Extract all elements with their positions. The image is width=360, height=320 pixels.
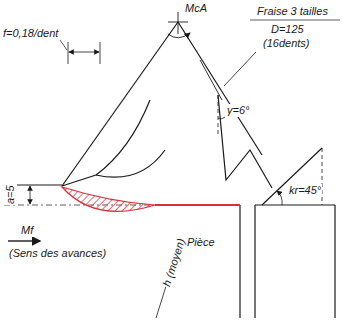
- diameter-label: D=125: [270, 23, 305, 36]
- angle-label: kr=45°: [288, 184, 322, 197]
- tool-label: Fraise 3 tailles: [256, 5, 329, 18]
- feed-label: f=0,18/dent: [2, 27, 59, 40]
- thickness-label: h (moyen): [160, 236, 188, 289]
- direction-label: (Sens des avances): [8, 247, 107, 260]
- motion-label: Mf: [20, 224, 34, 237]
- angle-label: γ=6°: [226, 104, 250, 117]
- depth-label: a=5: [4, 184, 17, 205]
- part-label: Pièce: [186, 236, 216, 249]
- teeth-label: (16dents): [262, 37, 310, 50]
- machined-surface: [155, 204, 240, 206]
- axis-label: McA: [184, 2, 208, 15]
- chip-section: [62, 187, 155, 211]
